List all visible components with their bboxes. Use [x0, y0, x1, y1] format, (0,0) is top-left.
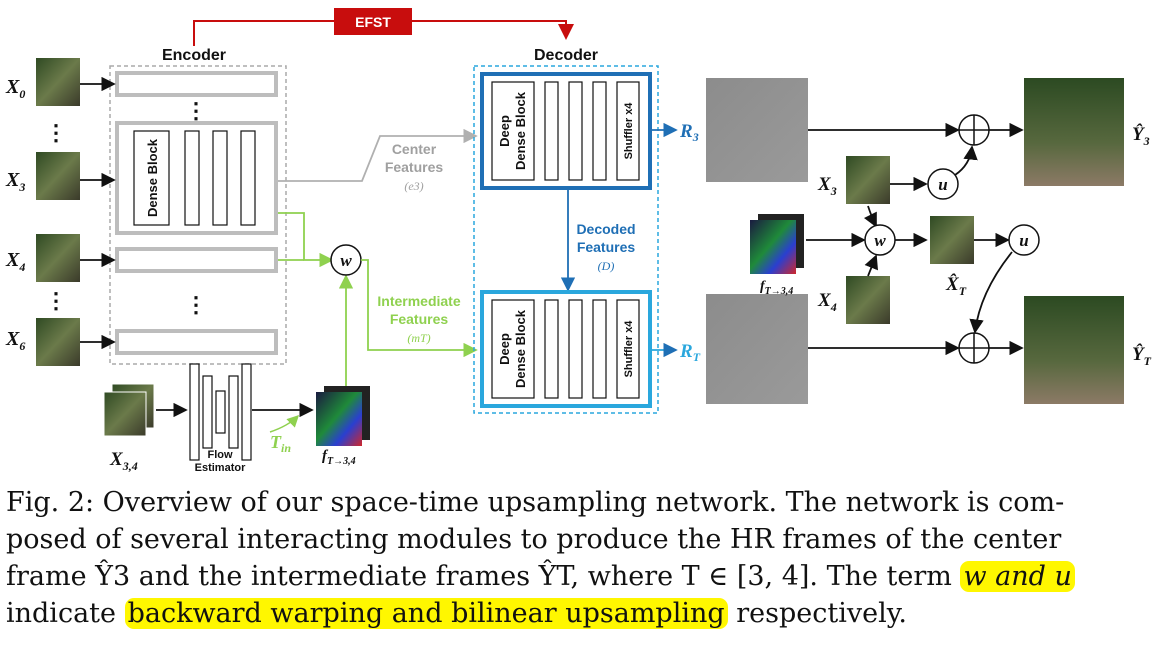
- flow-output: fT→3,4: [316, 386, 370, 467]
- encoder-dots-bottom: ⋮: [185, 292, 207, 317]
- decoder-block-top: Deep Dense Block Shuffler x4: [480, 72, 652, 190]
- caption-highlight-wu: w and u: [960, 561, 1075, 592]
- sum-op-top: [958, 114, 990, 146]
- input-x4-label: X4: [5, 249, 25, 274]
- decoder-frame: [473, 65, 659, 414]
- efst-label: EFST: [355, 14, 391, 30]
- decoder-title: Decoder: [534, 47, 598, 64]
- input-x6: X6: [5, 318, 116, 366]
- deep-dense-label-bottom-1: Deep: [497, 333, 512, 365]
- dense-layer-3: [240, 130, 256, 226]
- shuffler-label-top: Shuffler x4: [623, 102, 635, 160]
- input-dots-2: ⋮: [45, 288, 67, 313]
- encoder-dots-top: ⋮: [185, 98, 207, 123]
- warped-xt-image: [930, 216, 974, 264]
- input-x0-label: X0: [5, 76, 25, 101]
- caption-line-1: Fig. 2: Overview of our space-time upsam…: [6, 487, 1065, 518]
- deep-dense-label-top-2: Dense Block: [513, 91, 528, 170]
- dense-block-inner: [133, 130, 170, 226]
- decoded-features-label-1: Decoded: [576, 221, 635, 237]
- caption-line-2: posed of several interacting modules to …: [6, 524, 1062, 555]
- decoded-features-label-2: Features: [577, 239, 636, 255]
- flow-output-label: fT→3,4: [322, 448, 356, 467]
- input-x4: X4: [5, 234, 116, 282]
- right-flow-label: fT→3,4: [760, 279, 793, 297]
- dense-layer-2: [212, 130, 228, 226]
- output-yt-image: [1024, 296, 1124, 404]
- input-x3-label: X3: [5, 169, 25, 194]
- warp-op-right: w: [864, 224, 896, 256]
- encoder-layer-x4: [115, 247, 278, 273]
- right-x3-label: X3: [817, 174, 837, 198]
- caption-line-3-text: frame Ŷ3 and the intermediate frames ŶT,…: [6, 561, 961, 592]
- deep-dense-label-top-1: Deep: [497, 115, 512, 147]
- input-x6-image: [36, 318, 80, 366]
- encoder-layer-bottom: [115, 329, 278, 355]
- input-x34-label: X3,4: [109, 449, 138, 473]
- rt-label: RT: [679, 341, 701, 364]
- input-dots-1: ⋮: [45, 120, 67, 145]
- flow-estimator-label-1: Flow: [207, 449, 232, 461]
- efst-connection: EFST: [193, 8, 574, 46]
- center-features-label-1: Center: [392, 141, 437, 157]
- right-x4-image: [846, 276, 890, 324]
- dense-block-label: Dense Block: [145, 138, 160, 217]
- caption-line-3: frame Ŷ3 and the intermediate frames ŶT,…: [6, 558, 1166, 595]
- network-overview-figure: EFST Encoder ⋮ Dense Block ⋮ X0 ⋮ X3 X4 …: [5, 8, 1152, 474]
- intermediate-features-label-2: Features: [390, 311, 449, 327]
- flow-output-image: [316, 392, 362, 446]
- intermediate-features-label-1: Intermediate: [377, 293, 460, 309]
- input-x3-image: [36, 152, 80, 200]
- caption-highlight-ops: backward warping and bilinear upsampling: [124, 598, 728, 629]
- input-x6-label: X6: [5, 328, 25, 353]
- input-x3: X3: [5, 152, 116, 200]
- input-x34-image: [103, 391, 147, 437]
- right-flow-image: [750, 220, 796, 274]
- r3-label: R3: [679, 121, 699, 144]
- flow-estimator-label-2: Estimator: [195, 462, 246, 474]
- intermediate-features-symbol: (mT): [407, 331, 430, 345]
- caption-line-4-text-b: respectively.: [727, 598, 907, 629]
- encoder-layer-top: [115, 71, 278, 97]
- upsample-op-bottom-label: u: [1019, 231, 1028, 250]
- warped-xt-label: X̂T: [945, 274, 967, 298]
- center-features-label-2: Features: [385, 159, 444, 175]
- warp-op-left: w: [330, 244, 362, 276]
- input-x4-image: [36, 234, 80, 282]
- figure-caption: Fig. 2: Overview of our space-time upsam…: [6, 484, 1166, 632]
- center-features-symbol: (e3): [404, 179, 423, 193]
- efst-box: [334, 8, 412, 35]
- upsample-op-bottom: u: [1008, 224, 1040, 256]
- input-x0: X0: [5, 58, 116, 106]
- shuffler-label-bottom: Shuffler x4: [623, 320, 635, 378]
- deep-dense-label-bottom-2: Dense Block: [513, 309, 528, 388]
- flow-estimator: Flow Estimator: [189, 363, 252, 474]
- caption-line-4-text-a: indicate: [6, 598, 125, 629]
- residual-r3-image: [706, 78, 808, 182]
- warp-op-right-label: w: [874, 231, 886, 250]
- residual-rt-image: [706, 294, 808, 404]
- encoder-title: Encoder: [162, 47, 226, 64]
- output-yt-label: ŶT: [1132, 343, 1152, 368]
- input-x34: X3,4: [103, 383, 188, 473]
- sum-op-bottom: [958, 332, 990, 364]
- decoded-features-symbol: (D): [598, 259, 615, 273]
- output-y3-label: Ŷ3: [1132, 123, 1150, 148]
- right-x3-image: [846, 156, 890, 204]
- upsample-op-top-label: u: [938, 175, 947, 194]
- caption-line-4: indicate backward warping and bilinear u…: [6, 595, 1166, 632]
- dense-layer-1: [184, 130, 200, 226]
- output-y3-image: [1024, 78, 1124, 186]
- warp-op-left-label: w: [340, 251, 352, 270]
- decoder-block-bottom: Deep Dense Block Shuffler x4: [480, 290, 652, 408]
- tin-label: Tin: [270, 432, 291, 455]
- input-x0-image: [36, 58, 80, 106]
- right-x4-label: X4: [817, 290, 837, 314]
- upsample-op-top: u: [927, 168, 959, 200]
